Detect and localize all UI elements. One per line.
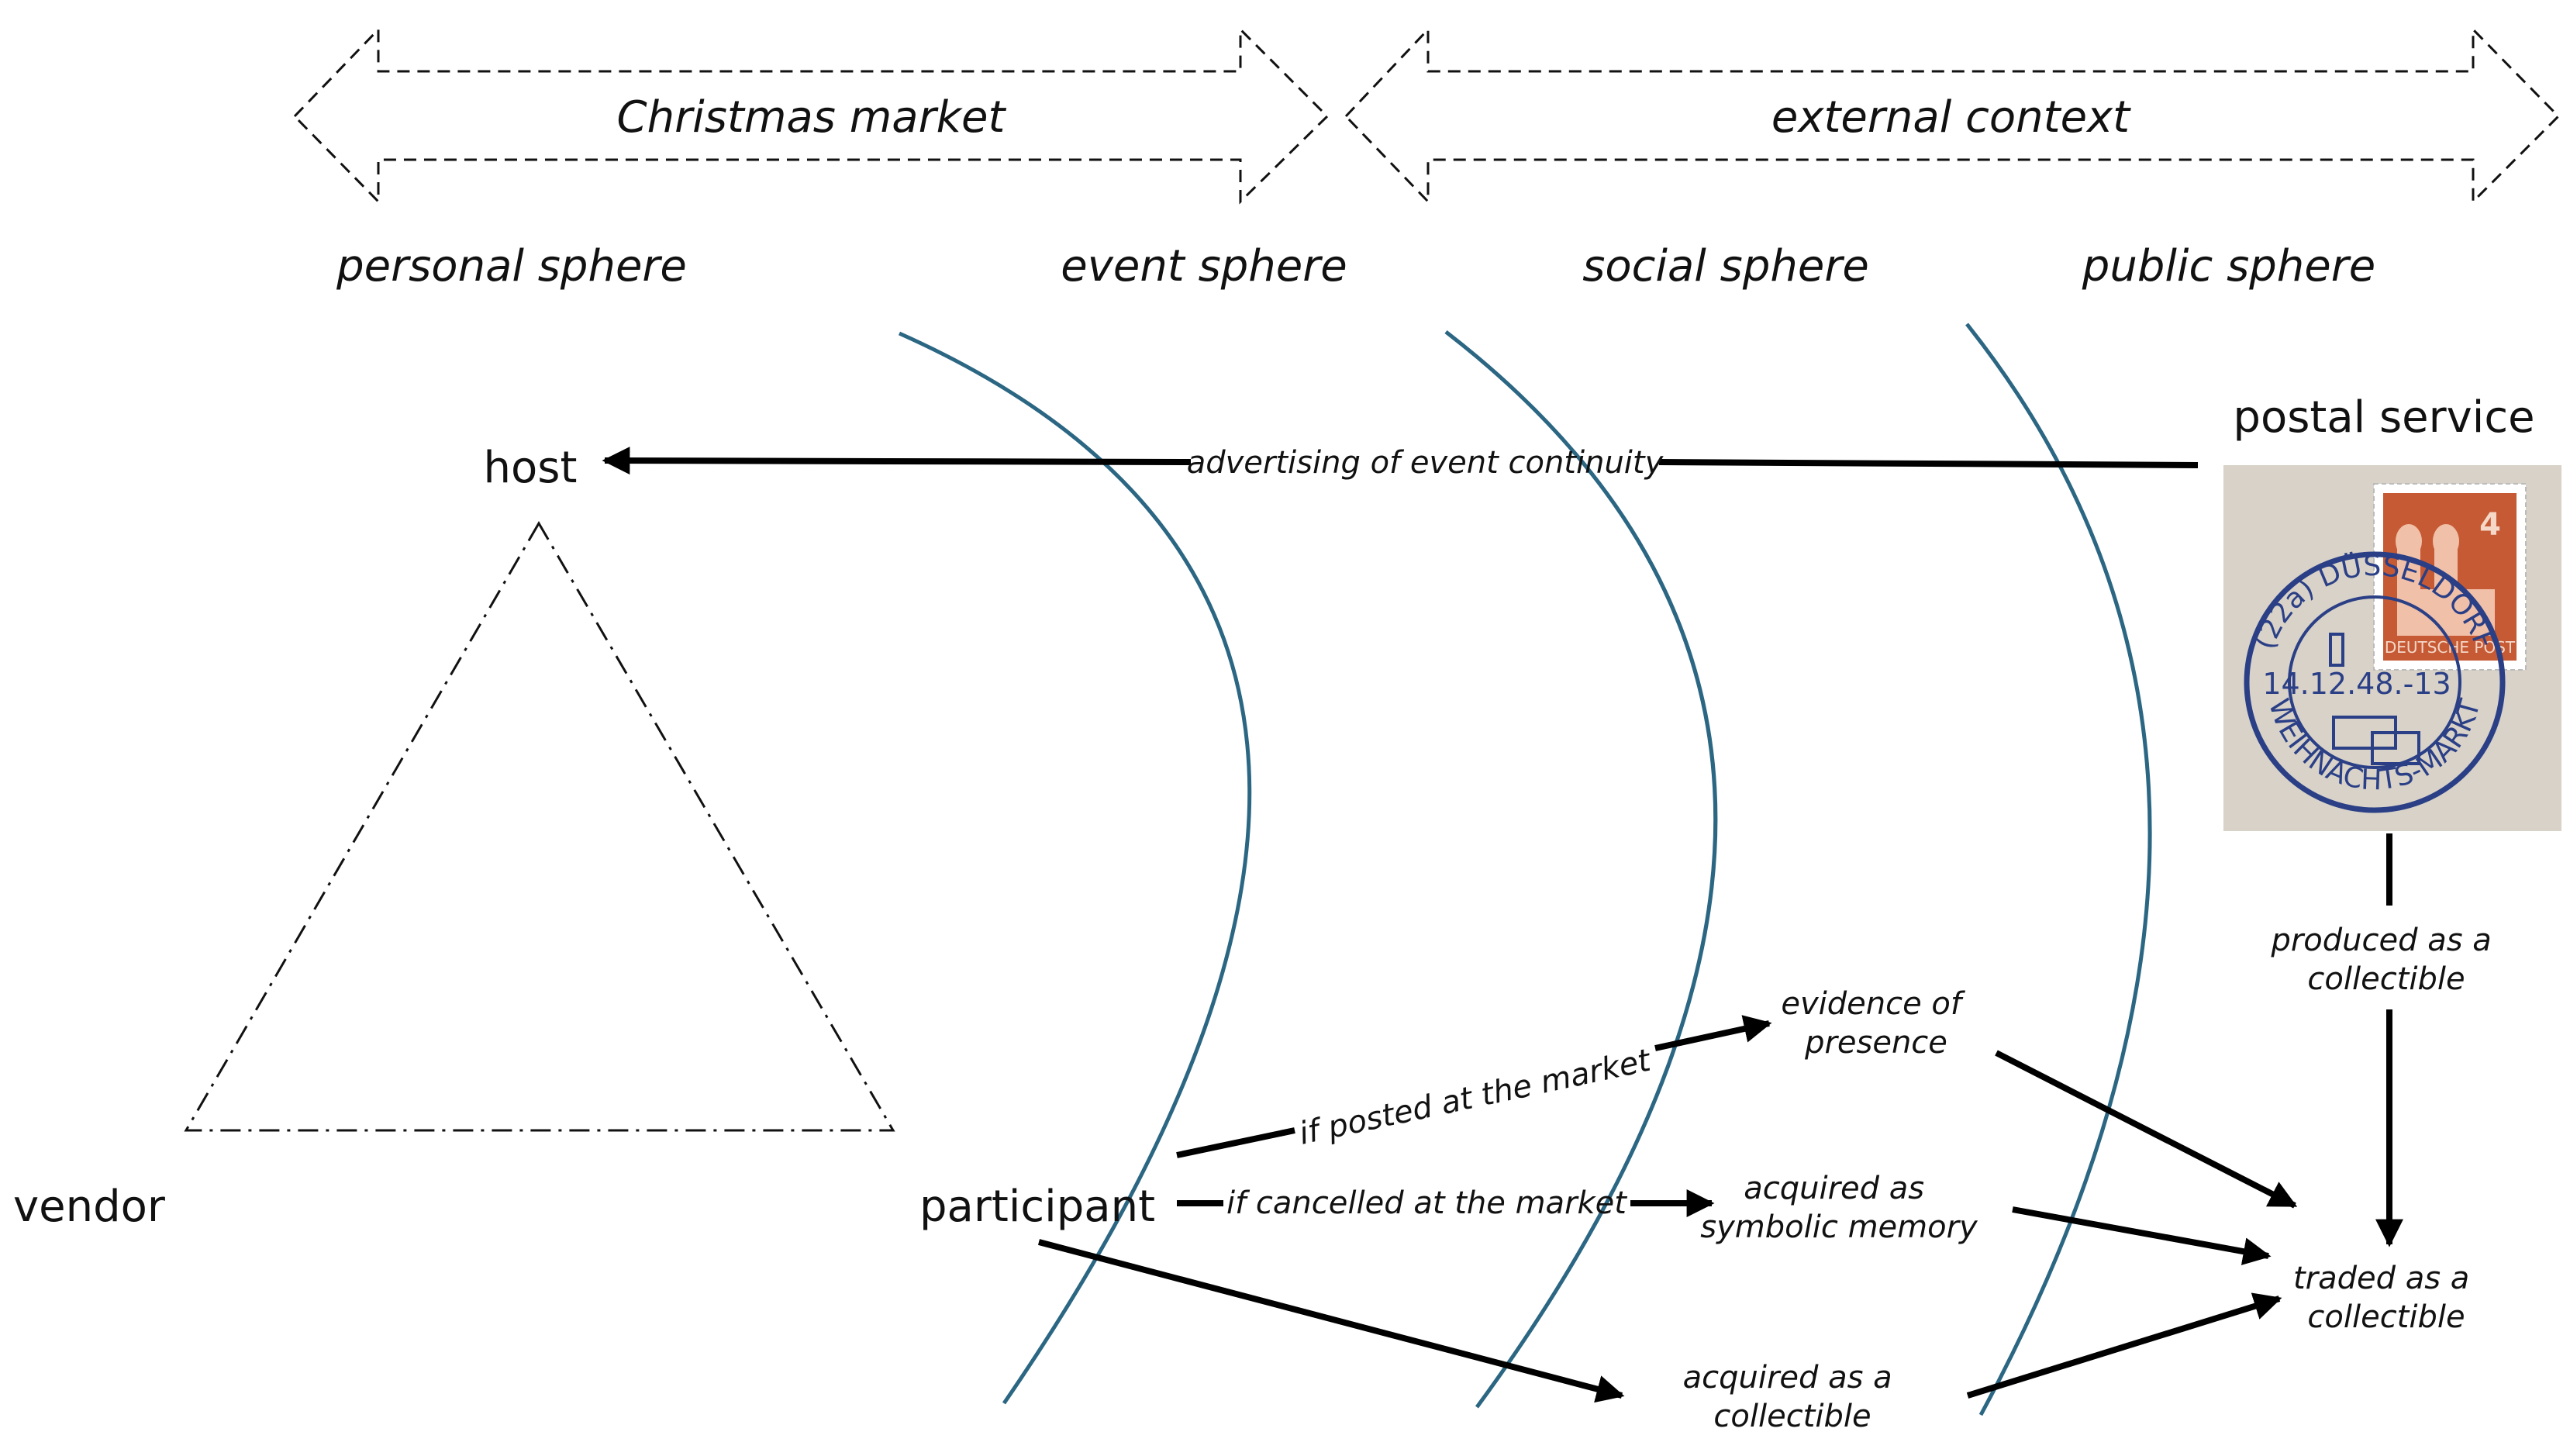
advertising-arrow bbox=[602, 447, 1192, 475]
external-context-banner: external context bbox=[1344, 26, 2561, 205]
acquired-collectible-label: acquired as a collectible bbox=[1683, 1360, 1902, 1434]
evidence-line-2: presence bbox=[1804, 1025, 1947, 1061]
symbolic-to-traded-arrow bbox=[2012, 1206, 2272, 1265]
produced-line-2: collectible bbox=[2307, 961, 2465, 997]
social-sphere-label: social sphere bbox=[1582, 241, 1869, 292]
personal-sphere-label: personal sphere bbox=[336, 241, 687, 292]
acquired-line-2: collectible bbox=[1713, 1399, 1871, 1434]
actor-triangle bbox=[184, 521, 895, 1132]
postmark-date: 14.12.48.-13 bbox=[2262, 667, 2451, 701]
cancelled-label: if cancelled at the market bbox=[1226, 1185, 1627, 1221]
traded-line-2: collectible bbox=[2307, 1299, 2465, 1335]
posted-arrow-segment bbox=[1176, 1127, 1295, 1158]
evidence-to-traded-arrow bbox=[1995, 1050, 2298, 1209]
vendor-label: vendor bbox=[13, 1182, 166, 1232]
produced-line-1: produced as a bbox=[2270, 923, 2491, 958]
symbolic-line-2: symbolic memory bbox=[1700, 1209, 1978, 1245]
evidence-line-1: evidence of bbox=[1781, 986, 1966, 1022]
evidence-of-presence-label: evidence of presence bbox=[1781, 986, 1971, 1061]
symbolic-line-1: acquired as bbox=[1744, 1171, 1924, 1206]
traded-collectible-label: traded as a collectible bbox=[2293, 1261, 2479, 1335]
posted-label: if posted at the market bbox=[1296, 1043, 1654, 1152]
acquired-line-1: acquired as a bbox=[1683, 1360, 1892, 1396]
postmark-inner-ring bbox=[2288, 595, 2461, 769]
stamp-denomination: 4 bbox=[2479, 507, 2501, 543]
postmark-outer-ring bbox=[2244, 551, 2506, 813]
collectible-to-traded-arrow bbox=[1966, 1292, 2282, 1399]
social-sphere-boundary bbox=[1444, 330, 1718, 1409]
postal-service-label: postal service bbox=[2233, 392, 2534, 443]
event-sphere-boundary bbox=[898, 331, 1252, 1405]
postmarked-stamp-image: 4 DEUTSCHE POST (22a) DÜSSELDORF WEIHNAC… bbox=[2223, 465, 2561, 831]
christmas-market-double-arrow bbox=[292, 26, 1330, 205]
participant-to-collectible-arrow bbox=[1037, 1239, 1625, 1403]
advertising-label: advertising of event continuity bbox=[1187, 445, 1664, 481]
participant-label: participant bbox=[919, 1182, 1155, 1232]
symbolic-memory-label: acquired as symbolic memory bbox=[1700, 1171, 1978, 1245]
event-sphere-label: event sphere bbox=[1061, 241, 1347, 292]
host-label: host bbox=[484, 443, 578, 493]
traded-line-1: traded as a bbox=[2293, 1261, 2469, 1296]
external-context-double-arrow bbox=[1344, 26, 2561, 205]
christmas-market-label: Christmas market bbox=[617, 92, 1007, 143]
posted-arrow bbox=[1654, 1015, 1772, 1051]
public-sphere-boundary bbox=[1965, 323, 2152, 1416]
candle-and-box-icon bbox=[2329, 633, 2420, 765]
advertising-arrow-segment bbox=[1658, 459, 2199, 468]
public-sphere-label: public sphere bbox=[2082, 241, 2375, 292]
external-context-label: external context bbox=[1771, 92, 2131, 143]
produced-label: produced as a collectible bbox=[2270, 923, 2501, 997]
christmas-market-banner: Christmas market bbox=[292, 26, 1330, 205]
